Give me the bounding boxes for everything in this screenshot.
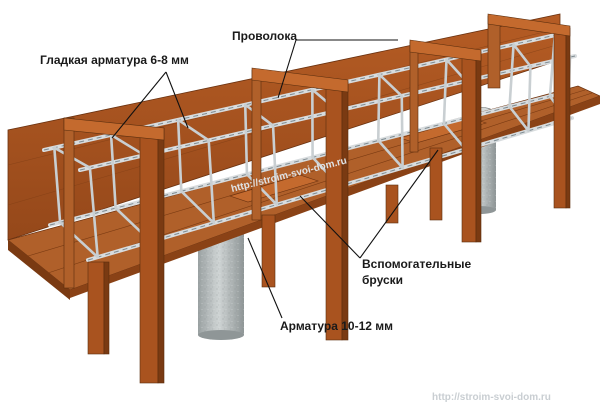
post-frame-4 [487,13,571,209]
stirrup-6 [376,73,404,169]
post-frame-3 [409,39,482,243]
stirrup-1 [53,146,99,259]
leader-lines [111,39,439,319]
stirrup-4 [243,103,279,206]
label-aux-bars-1: Вспомогательные [362,257,472,271]
watermark-corner: http://stroim-svoi-dom.ru [432,392,551,403]
label-smooth-rebar: Гладкая арматура 6-8 мм [40,53,189,67]
post-frame-1 [63,117,165,384]
label-aux-bars-2: бруски [362,273,403,287]
stirrup-8 [508,43,532,133]
front-board [8,240,70,300]
label-wire: Проволока [232,29,297,43]
post-frame-2 [251,67,399,341]
stirrup-3 [176,118,216,225]
label-main-rebar: Арматура 10-12 мм [280,319,393,333]
